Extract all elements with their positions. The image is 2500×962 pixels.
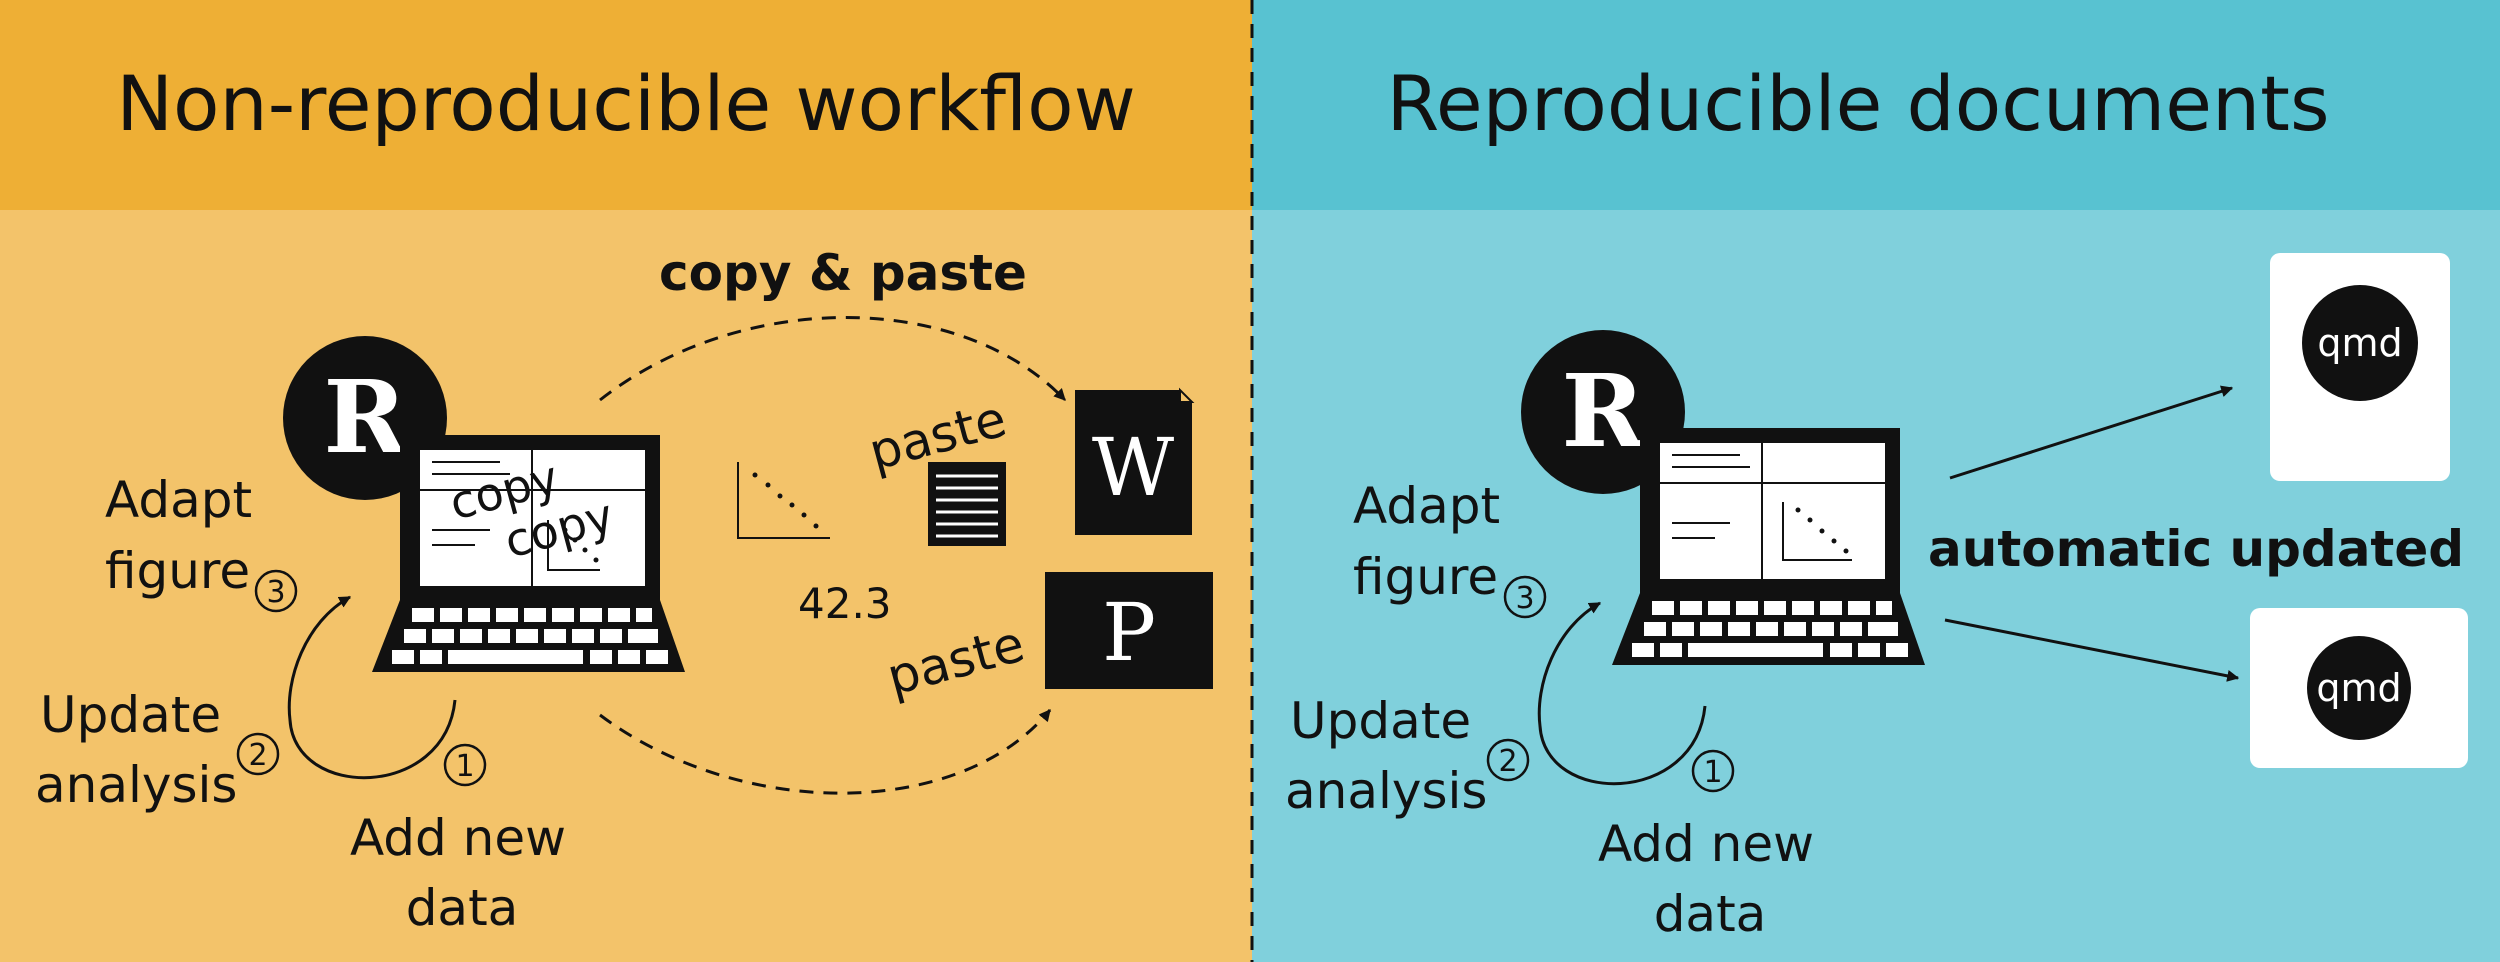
copy-paste-arrow-bottom: [599, 709, 1052, 795]
right-step-2: Update analysis 2: [1285, 692, 1530, 820]
copy-paste-label: copy & paste: [659, 244, 1027, 302]
qmd-document-bottom: qmd: [2250, 608, 2468, 768]
svg-text:2: 2: [248, 738, 267, 773]
floating-table-icon: [928, 462, 1006, 546]
automatic-updated-label: automatic updated: [1928, 520, 2464, 578]
svg-text:1: 1: [1703, 755, 1722, 790]
svg-text:analysis: analysis: [1285, 762, 1487, 820]
right-laptop-icon: [1612, 428, 1925, 665]
right-panel-title: Reproducible documents: [1386, 59, 2329, 148]
svg-text:Adapt: Adapt: [1353, 477, 1500, 535]
left-step-3: Adapt figure 3: [105, 471, 298, 613]
svg-text:figure: figure: [1353, 548, 1498, 606]
svg-text:Adapt: Adapt: [105, 471, 252, 529]
automatic-arrow-top: [1949, 385, 2234, 480]
svg-text:R: R: [323, 358, 407, 476]
svg-text:analysis: analysis: [35, 756, 237, 814]
svg-text:Update: Update: [1290, 692, 1471, 750]
svg-text:R: R: [1561, 352, 1645, 470]
right-header-band: [1252, 0, 2500, 210]
svg-text:Add new: Add new: [1598, 815, 1814, 873]
left-header-band: [0, 0, 1252, 210]
svg-text:data: data: [1654, 885, 1767, 943]
svg-text:qmd: qmd: [2317, 321, 2402, 365]
svg-text:data: data: [406, 879, 519, 937]
left-step-1: 1 Add new data: [350, 743, 566, 937]
word-document-icon: W: [1075, 387, 1195, 535]
copy-paste-arrow-top: [599, 316, 1067, 402]
svg-text:qmd: qmd: [2316, 666, 2401, 710]
right-step-3: Adapt figure 3: [1353, 477, 1547, 619]
svg-text:3: 3: [1515, 581, 1534, 616]
floating-value: 42.3: [798, 579, 892, 628]
left-panel-title: Non-reproducible workflow: [116, 59, 1136, 148]
svg-text:figure: figure: [105, 542, 250, 600]
svg-text:P: P: [1102, 586, 1156, 679]
floating-scatter-plot-icon: [737, 462, 830, 539]
automatic-arrow-bottom: [1944, 618, 2240, 682]
qmd-document-top: qmd: [2270, 253, 2450, 481]
right-r-logo: R: [1521, 330, 1685, 494]
svg-text:W: W: [1092, 421, 1174, 514]
svg-text:1: 1: [455, 749, 474, 784]
right-cycle-arrow: [1537, 601, 1707, 786]
left-cycle-arrow: [287, 595, 457, 780]
powerpoint-slide-icon: P: [1045, 572, 1213, 689]
left-laptop-mini-scatter: [547, 520, 600, 571]
svg-text:Update: Update: [40, 686, 221, 744]
svg-text:2: 2: [1498, 744, 1517, 779]
svg-text:Add new: Add new: [350, 809, 566, 867]
left-step-2: Update analysis 2: [35, 686, 280, 814]
right-step-1: 1 Add new data: [1598, 749, 1814, 943]
svg-text:3: 3: [266, 575, 285, 610]
